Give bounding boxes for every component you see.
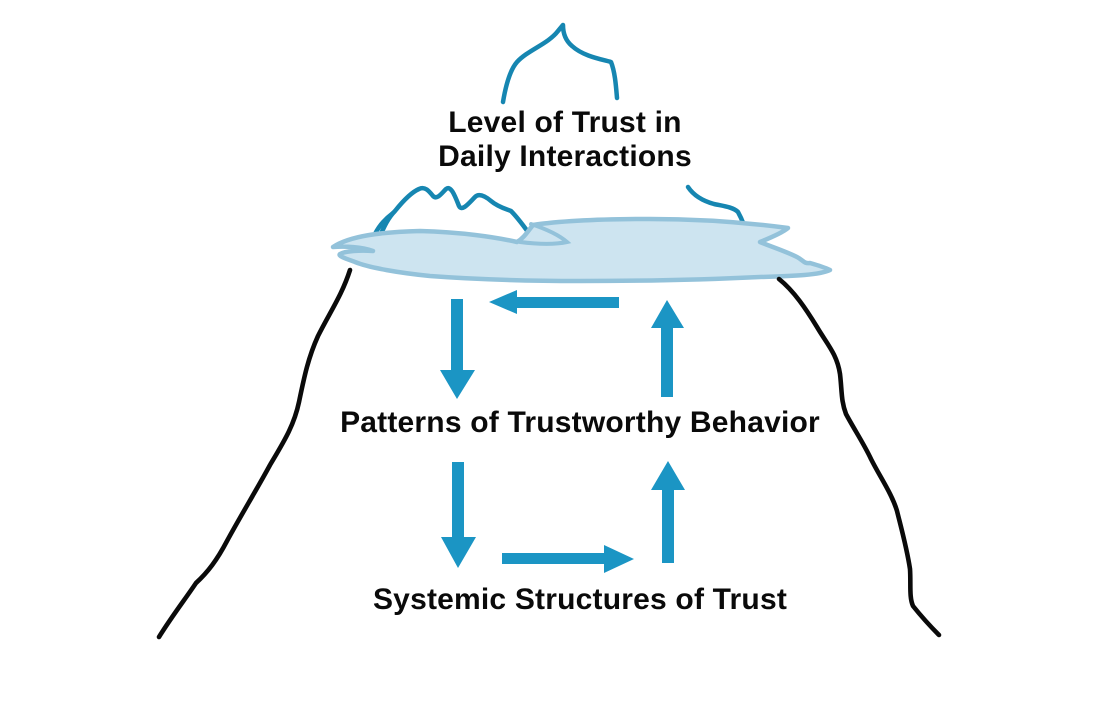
waterline-fold-stroke (518, 222, 572, 246)
arrow-up-upper-right (651, 300, 684, 397)
iceberg-left-ridge-line (377, 185, 536, 242)
waterline-shape (330, 216, 833, 284)
arrow-down-upper-left (440, 299, 475, 399)
iceberg-peak-line (500, 22, 620, 105)
label-level-of-trust-daily-interactions: Level of Trust in Daily Interactions (438, 106, 692, 173)
iceberg-underwater-left-line (156, 267, 353, 640)
arrow-left-upper (489, 290, 619, 314)
arrow-up-lower-right (651, 461, 685, 563)
arrow-down-lower-left (441, 462, 476, 568)
label-systemic-structures-of-trust: Systemic Structures of Trust (372, 583, 788, 616)
arrow-right-lower (502, 545, 634, 573)
label-patterns-of-trustworthy-behavior: Patterns of Trustworthy Behavior (340, 406, 820, 439)
iceberg-underwater-right-line (776, 276, 942, 638)
